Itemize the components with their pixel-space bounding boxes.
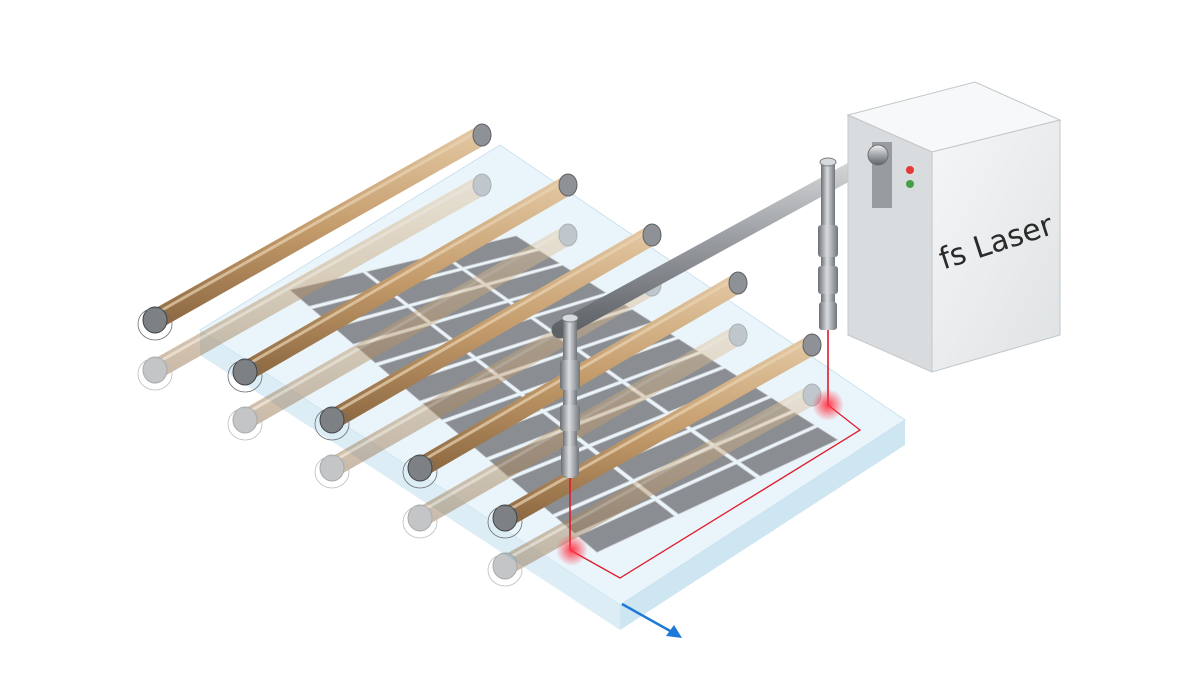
roller-end-cap bbox=[728, 323, 748, 347]
roller bbox=[487, 333, 822, 539]
roller bbox=[137, 173, 492, 391]
laser-head-right bbox=[818, 157, 838, 330]
roller bbox=[137, 123, 492, 341]
roller-end-cap bbox=[407, 454, 433, 482]
scribe-path bbox=[569, 404, 862, 579]
roller-end-cap bbox=[472, 173, 492, 197]
fs-laser-cabinet: fs Laser bbox=[846, 81, 1062, 373]
roller-end-cap bbox=[142, 306, 168, 334]
roller-end-cap bbox=[142, 356, 168, 384]
indicator-green-icon bbox=[906, 180, 914, 188]
roller-end-cap bbox=[642, 223, 662, 247]
roller bbox=[487, 383, 822, 587]
roller-end-cap bbox=[558, 173, 578, 197]
solar-cell bbox=[577, 500, 676, 553]
roller-end-cap bbox=[472, 123, 492, 147]
roller-end-cap bbox=[802, 333, 822, 357]
roller-end-cap bbox=[232, 358, 258, 386]
roller bbox=[314, 223, 662, 441]
roller-end-cap bbox=[319, 454, 345, 482]
roller-end-cap bbox=[492, 504, 518, 532]
laser-spot-left bbox=[556, 534, 588, 566]
roller-end-cap bbox=[558, 223, 578, 247]
laser-head-left bbox=[560, 313, 580, 478]
laser-gantry bbox=[551, 146, 889, 566]
roller-end-cap bbox=[407, 504, 433, 532]
roller-end-cap bbox=[232, 406, 258, 434]
roller-end-cap bbox=[492, 552, 518, 580]
indicator-red-icon bbox=[906, 166, 914, 174]
roller-end-cap bbox=[319, 406, 345, 434]
solar-cell bbox=[739, 426, 839, 477]
roller bbox=[227, 223, 578, 441]
roller bbox=[227, 173, 578, 393]
motion-direction-arrow bbox=[621, 602, 682, 638]
laser-spot-right bbox=[812, 389, 844, 421]
solar-cell bbox=[658, 463, 757, 515]
roller-end-cap bbox=[728, 271, 748, 295]
